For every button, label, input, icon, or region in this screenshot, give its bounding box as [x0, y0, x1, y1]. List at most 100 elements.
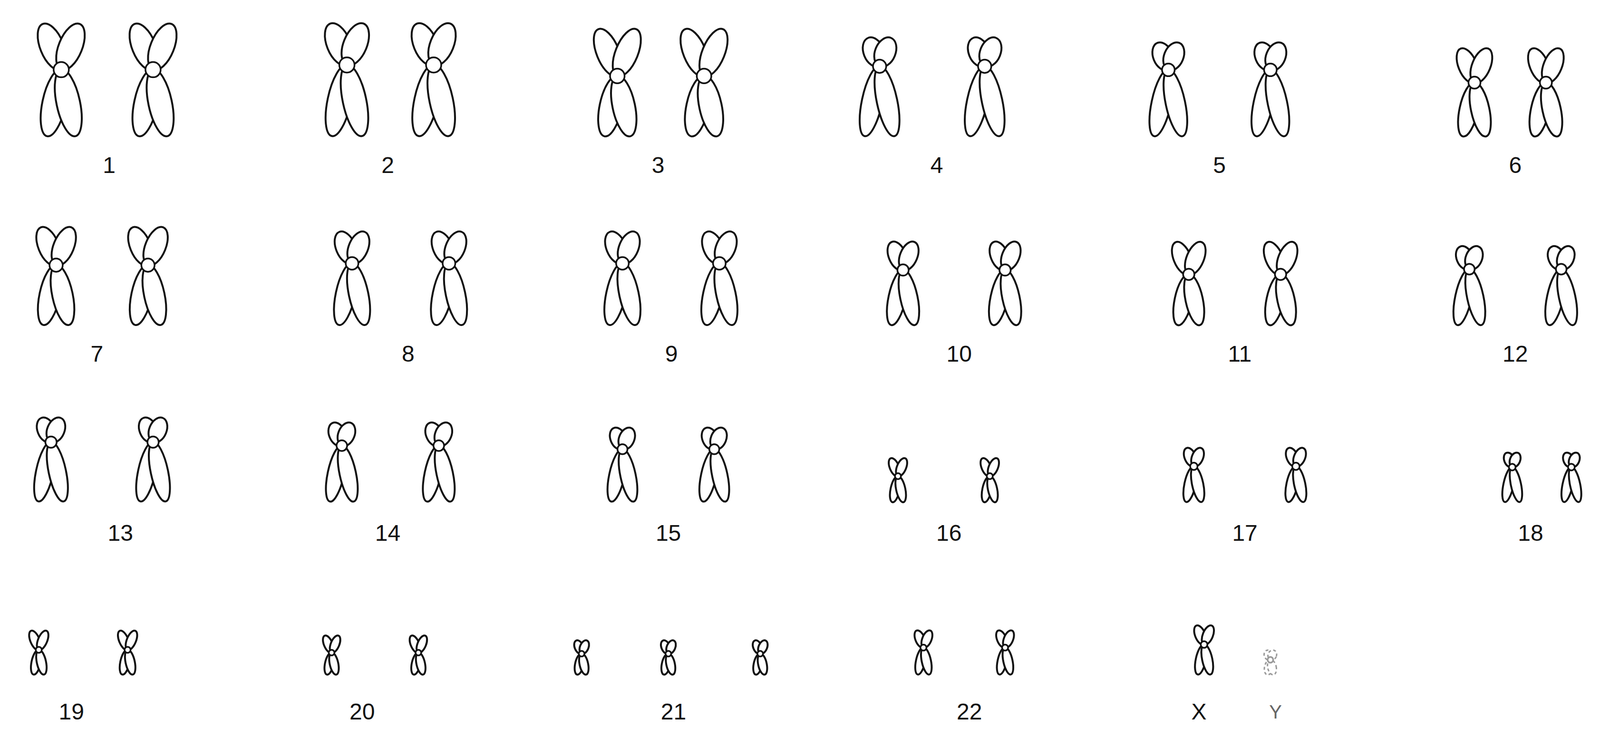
chromosome-number: 2: [381, 154, 395, 177]
centromere: [1267, 657, 1274, 664]
chromatid-arm: [141, 67, 179, 139]
chromosome-number: 14: [375, 522, 401, 545]
chromatid-arm: [439, 261, 472, 328]
chromosome-number: 10: [946, 342, 972, 366]
centromere: [1464, 263, 1475, 275]
chromatid-arm: [1260, 67, 1295, 139]
chromatid-arm: [996, 268, 1026, 328]
chromatid-arm: [333, 444, 362, 504]
chromosome-number: Y: [1269, 702, 1282, 722]
centromere: [1468, 76, 1481, 89]
centromere: [1568, 464, 1575, 471]
centromere: [872, 59, 887, 74]
centromere: [709, 444, 720, 455]
centromere: [329, 650, 335, 657]
chromosome-number: 19: [58, 700, 84, 724]
centromere: [610, 68, 625, 84]
chromatid-arm: [614, 447, 641, 504]
centromere: [696, 68, 712, 84]
chromatid-arm: [1000, 647, 1016, 677]
chromatid-arm: [49, 67, 88, 139]
chromosome-number: 15: [655, 522, 681, 545]
centromere: [339, 57, 355, 73]
chromosome-number: 9: [665, 342, 679, 366]
centromere: [897, 264, 909, 276]
centromere: [894, 473, 902, 480]
centromere: [442, 257, 456, 271]
centromere: [1002, 644, 1009, 651]
centromere: [426, 57, 442, 73]
chromosome-number: 7: [90, 342, 104, 366]
centromere: [1540, 76, 1552, 89]
centromere: [1508, 464, 1516, 471]
chromosome-number: 13: [107, 522, 133, 545]
centromere: [665, 651, 672, 658]
chromatid-arm: [693, 73, 728, 139]
chromatid-arm: [144, 440, 175, 504]
centromere: [1190, 463, 1198, 471]
chromatid-arm: [985, 475, 1000, 504]
centromere: [141, 258, 155, 272]
chromosome-number: 17: [1231, 522, 1258, 545]
chromosome-number: 16: [936, 522, 962, 545]
chromosome-number: 5: [1212, 154, 1226, 177]
chromatid-arm: [612, 261, 645, 328]
chromatid-arm: [1507, 466, 1525, 504]
chromatid-arm: [335, 62, 374, 139]
chromosome-number: X: [1191, 700, 1207, 724]
centromere: [1555, 263, 1567, 275]
centromere: [757, 651, 764, 658]
centromere: [986, 473, 993, 480]
chromosome-number: 6: [1508, 154, 1522, 177]
chromosome-number: 18: [1517, 522, 1543, 545]
chromatid-arm: [894, 268, 923, 328]
centromere: [336, 440, 348, 452]
chromatid-arm: [1465, 80, 1495, 139]
chromosome-number: 4: [930, 154, 944, 177]
centromere: [345, 257, 359, 271]
chromatid-arm: [869, 64, 905, 139]
chromatid-arm: [1158, 67, 1193, 139]
chromatid-arm: [893, 475, 909, 504]
chromosome-number: 1: [102, 154, 116, 177]
centromere: [145, 62, 161, 78]
chromosome-number: 3: [651, 154, 665, 177]
chromatid-arm: [1271, 272, 1300, 328]
centromere: [49, 258, 63, 272]
chromosome-number: 21: [660, 700, 687, 724]
chromatid-arm: [42, 440, 73, 504]
centromere: [45, 436, 57, 448]
centromere: [578, 651, 585, 658]
centromere: [1200, 641, 1208, 649]
chromatid-arm: [974, 64, 1010, 139]
centromere: [433, 440, 445, 452]
centromere: [1183, 268, 1195, 281]
chromosome-number: 8: [401, 342, 415, 366]
centromere: [1274, 268, 1287, 281]
chromatid-arm: [606, 73, 641, 139]
centromere: [53, 62, 69, 78]
centromere: [415, 650, 422, 657]
chromosome-number: 22: [956, 700, 982, 724]
chromatid-arm: [1553, 267, 1582, 328]
chromosome-number: 20: [349, 700, 375, 724]
chromatid-arm: [137, 262, 171, 328]
centromere: [35, 647, 42, 654]
chromatid-arm: [1536, 80, 1567, 139]
centromere: [713, 257, 727, 271]
centromere: [999, 264, 1011, 276]
centromere: [920, 644, 927, 651]
chromatid-arm: [1461, 267, 1490, 328]
chromatid-arm: [919, 647, 934, 677]
chromatid-arm: [1290, 465, 1310, 504]
chromosome-number: 12: [1502, 342, 1528, 366]
centromere: [1292, 463, 1300, 471]
centromere: [124, 647, 131, 654]
chromatid-arm: [1180, 272, 1208, 328]
chromatid-arm: [46, 262, 79, 328]
centromere: [147, 436, 159, 448]
chromatid-arm: [1566, 466, 1584, 504]
chromosome-number: 11: [1227, 342, 1252, 366]
centromere: [1162, 63, 1175, 77]
